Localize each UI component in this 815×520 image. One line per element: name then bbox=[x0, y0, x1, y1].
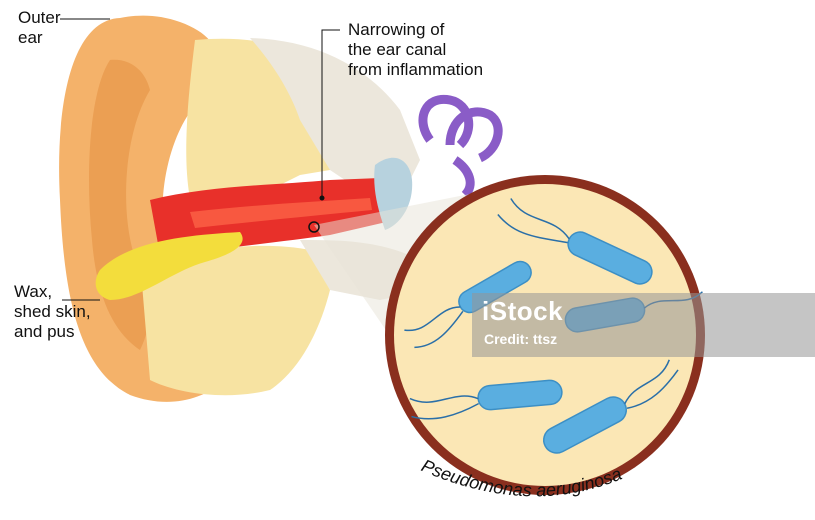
narrowing-label: Narrowing of the ear canal from inflamma… bbox=[348, 20, 483, 80]
inflammation-marker bbox=[320, 196, 325, 201]
outer-ear-label: Outer ear bbox=[18, 8, 61, 48]
watermark-brand: iStock bbox=[482, 296, 563, 327]
wax-label: Wax, shed skin, and pus bbox=[14, 282, 91, 342]
cochlea bbox=[423, 99, 498, 195]
watermark-credit: Credit: ttsz bbox=[484, 331, 557, 347]
